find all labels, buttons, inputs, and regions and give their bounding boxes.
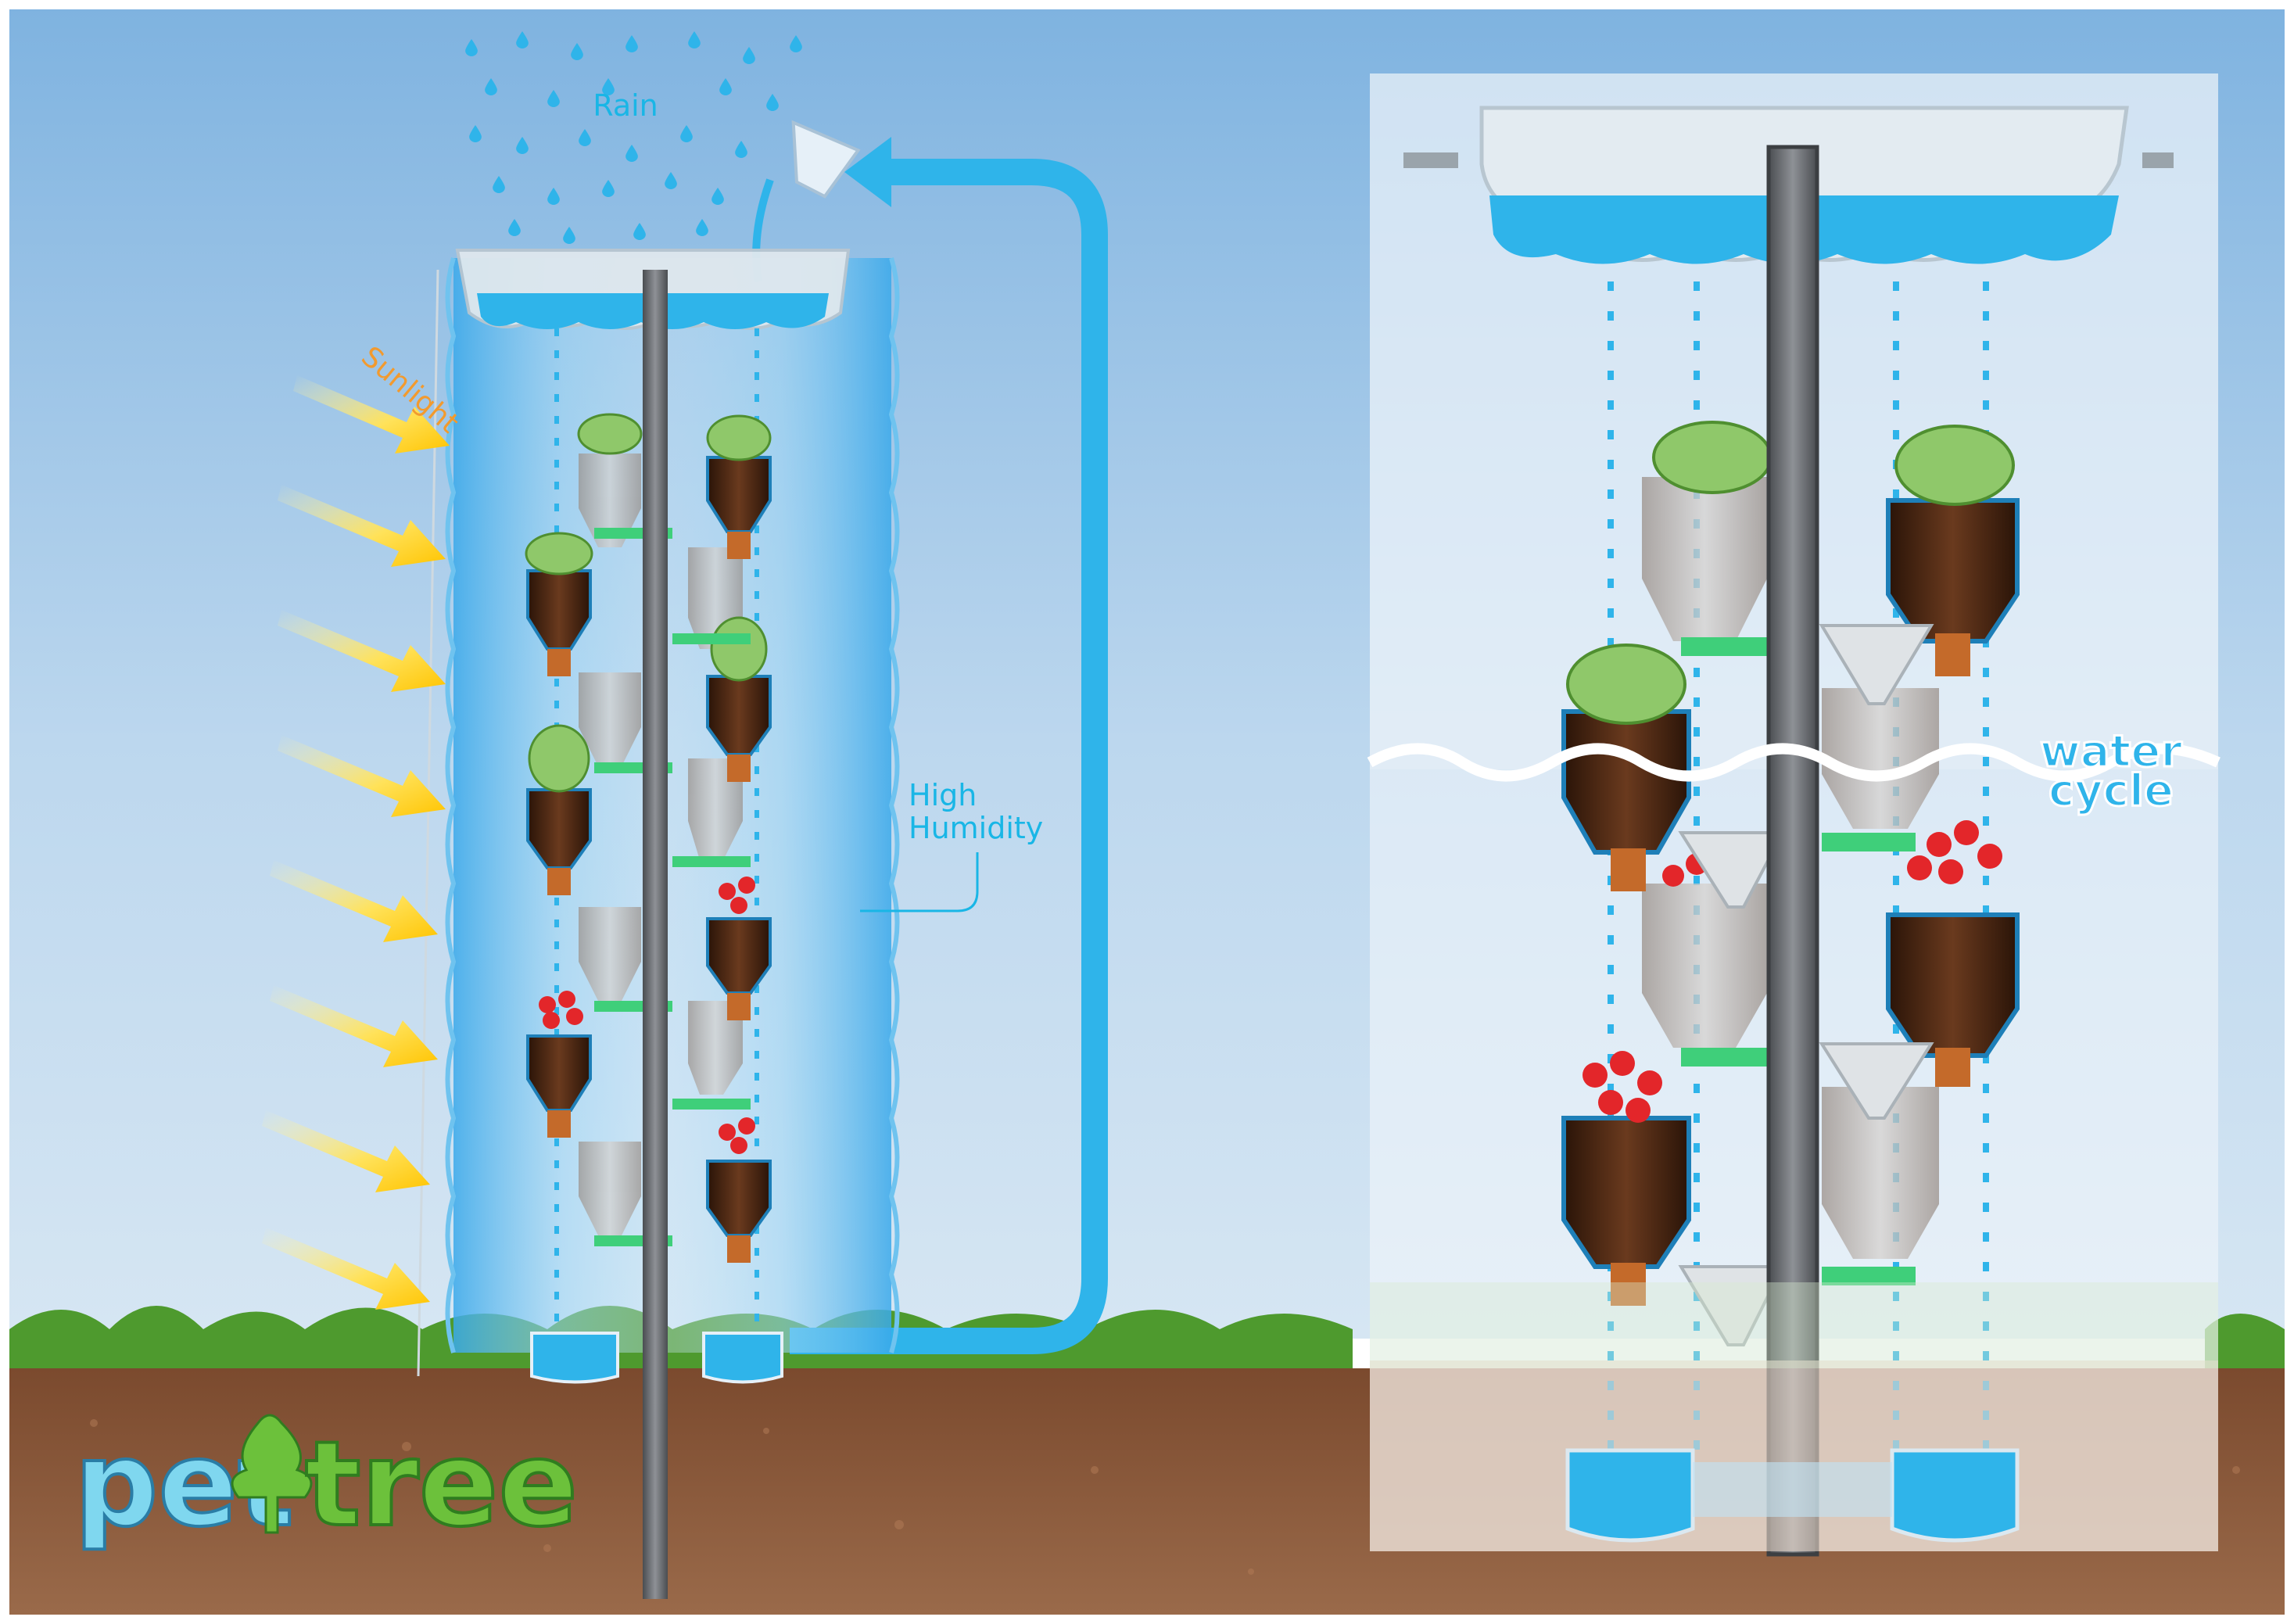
water-cycle-label-line2: cycle: [2048, 765, 2174, 816]
humidity-curtain: [453, 258, 891, 1353]
rain-label: Rain: [593, 88, 658, 123]
return-arrow-head: [844, 137, 891, 207]
detail-panel: [1367, 73, 2221, 1557]
water-cycle-label-line1: water: [2040, 726, 2182, 777]
humidity-label-line1: High: [909, 778, 977, 812]
sunlight-arrows: [262, 375, 450, 1310]
pole-left: [643, 270, 668, 1599]
logo-tree: tree: [305, 1417, 578, 1553]
bottles-left: [525, 413, 772, 1263]
return-arrow: [790, 159, 1108, 1354]
pet-tree-logo: pet tree: [73, 1414, 579, 1554]
pole-right: [1766, 145, 1819, 1557]
humidity-label-line2: Humidity: [909, 811, 1043, 845]
logo-tree-icon: [231, 1414, 313, 1534]
reservoirs-left: [530, 1332, 783, 1384]
